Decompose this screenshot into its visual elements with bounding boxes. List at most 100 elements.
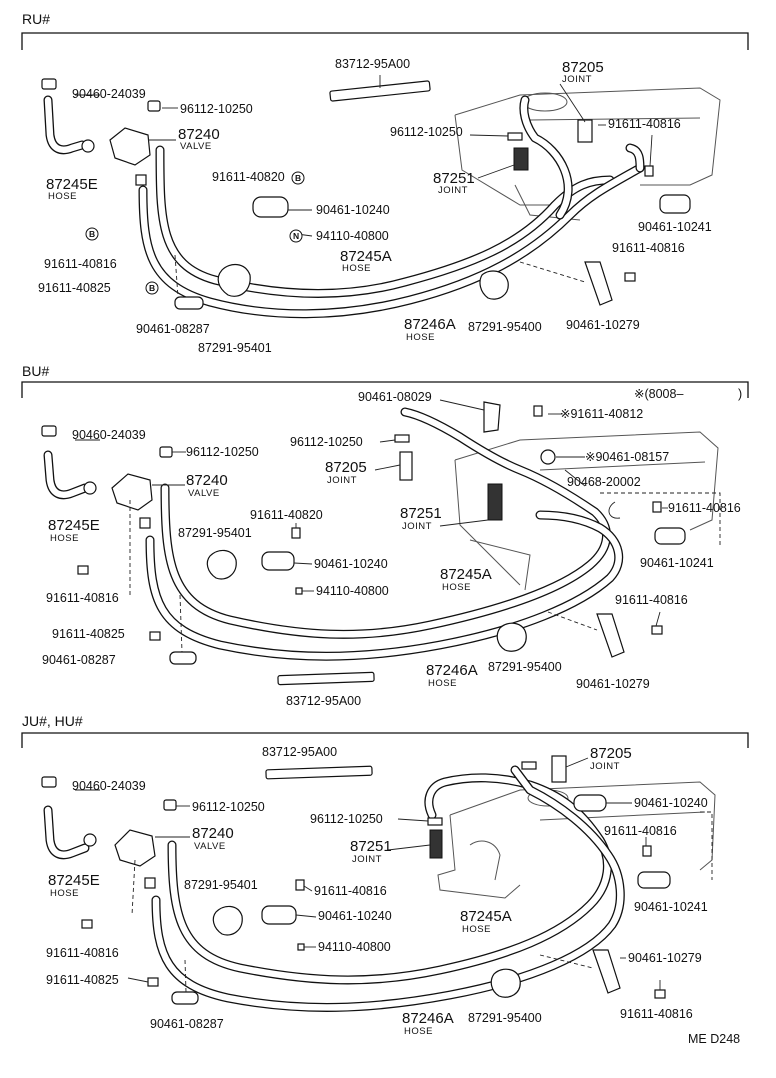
section-ju-hu: JU#, HU#	[21, 713, 749, 1037]
part-number: 90461-08287	[150, 1017, 224, 1031]
serial-note: ※(8008–	[634, 387, 683, 401]
clamp-icon	[483, 401, 501, 433]
part-number: 96112-10250	[310, 812, 383, 826]
bolt-icon	[624, 272, 636, 282]
part-name: JOINT	[352, 854, 382, 865]
joint-icon	[487, 483, 503, 521]
bolt-icon	[291, 527, 301, 539]
bolt-icon	[642, 845, 652, 857]
small-parts	[41, 401, 686, 686]
part-name: JOINT	[562, 74, 592, 85]
joint-icon	[551, 755, 567, 783]
part-number: 90461-10279	[628, 951, 702, 965]
part-number: 96112-10250	[390, 125, 463, 139]
small-parts	[41, 755, 671, 1005]
part-number: 90461-10279	[576, 677, 650, 691]
part-number: 83712-95A00	[286, 694, 361, 708]
part-name: VALVE	[180, 141, 212, 152]
part-number: 90461-10241	[638, 220, 712, 234]
valve-icon	[109, 127, 151, 166]
bolt-icon	[295, 879, 305, 891]
clamp-icon	[592, 949, 621, 994]
heater-hoses	[43, 95, 645, 319]
hose-clamp-icon	[83, 833, 97, 847]
part-number: 87251	[400, 505, 442, 522]
part-number: 91611-40825	[46, 973, 119, 987]
part-number: 91611-40816	[615, 593, 688, 607]
clamp-icon	[573, 794, 607, 812]
part-labels: 83712-95A00 87205 JOINT 90460-24039 9611…	[38, 57, 712, 355]
part-number: 90461-10240	[318, 909, 392, 923]
part-number: 87251	[350, 838, 392, 855]
part-number: 91611-40816	[612, 241, 685, 255]
section-label: BU#	[22, 363, 49, 379]
part-number: 90461-08029	[358, 390, 432, 404]
screw-icon	[427, 817, 443, 826]
bolt-icon	[644, 165, 654, 177]
clip-icon	[608, 501, 621, 519]
part-number: 90460-24039	[72, 428, 146, 442]
grommet-icon	[212, 905, 243, 936]
part-name: HOSE	[50, 533, 79, 544]
clamp-icon	[171, 991, 199, 1005]
grommet-icon	[217, 264, 251, 297]
part-number: 90461-10241	[640, 556, 714, 570]
part-name: JOINT	[590, 761, 620, 772]
part-number: 91611-40816	[668, 501, 741, 515]
section-ru: RU#	[21, 11, 749, 355]
part-number: 87205	[590, 745, 632, 762]
clamp-icon	[169, 651, 197, 665]
part-number: 91611-40825	[52, 627, 125, 641]
bolt-icon	[654, 989, 666, 999]
screw-icon	[394, 434, 410, 443]
part-name: HOSE	[342, 263, 371, 274]
part-number: 83712-95A00	[335, 57, 410, 71]
bolt-icon	[147, 977, 159, 987]
section-bu: BU# ※(8008– )	[21, 363, 749, 708]
part-number: 91611-40816	[46, 946, 119, 960]
bolt-icon	[651, 625, 663, 635]
engine-block	[454, 431, 719, 591]
bolt-icon	[533, 405, 543, 417]
pad-icon	[265, 765, 373, 780]
part-number: 90461-08287	[136, 322, 210, 336]
clamp-icon	[252, 196, 289, 218]
leader-lines	[75, 75, 653, 298]
part-number: 91611-40816	[608, 117, 681, 131]
part-number: 87205	[325, 459, 367, 476]
part-number: 91611-40816	[44, 257, 117, 271]
grommet-icon	[496, 622, 527, 652]
fitting-icon	[144, 877, 156, 889]
section-bracket	[21, 381, 749, 398]
part-number: 87291-95401	[178, 526, 252, 540]
part-name: HOSE	[48, 191, 77, 202]
part-number: 87291-95400	[488, 660, 562, 674]
part-number: 94110-40800	[316, 584, 389, 598]
part-number: 87245E	[46, 176, 98, 193]
part-number: 90461-10240	[634, 796, 708, 810]
bolt-icon	[77, 565, 89, 575]
part-name: JOINT	[327, 475, 357, 486]
part-number: 96112-10250	[180, 102, 253, 116]
fitting-icon	[139, 517, 151, 529]
part-name: HOSE	[404, 1026, 433, 1037]
part-labels: 90461-08029 ※91611-40812 90460-24039 961…	[42, 390, 741, 708]
clamp-icon	[174, 296, 204, 310]
part-name: HOSE	[462, 924, 491, 935]
screw-icon	[41, 425, 57, 437]
part-number: 90461-10240	[316, 203, 390, 217]
part-name: JOINT	[402, 521, 432, 532]
section-label: JU#, HU#	[22, 713, 83, 729]
part-name: HOSE	[406, 332, 435, 343]
heater-hoses	[43, 407, 624, 661]
part-number: 96112-10250	[186, 445, 259, 459]
part-number: 96112-10250	[290, 435, 363, 449]
joint-icon	[429, 829, 443, 859]
hose-clamp-icon	[81, 139, 95, 153]
part-number: 87205	[562, 59, 604, 76]
part-number: 87240	[186, 472, 228, 489]
screw-icon	[163, 799, 177, 811]
diagram-code: ME D248	[688, 1032, 740, 1046]
joint-icon	[577, 119, 593, 143]
part-number: 91611-40816	[620, 1007, 693, 1021]
